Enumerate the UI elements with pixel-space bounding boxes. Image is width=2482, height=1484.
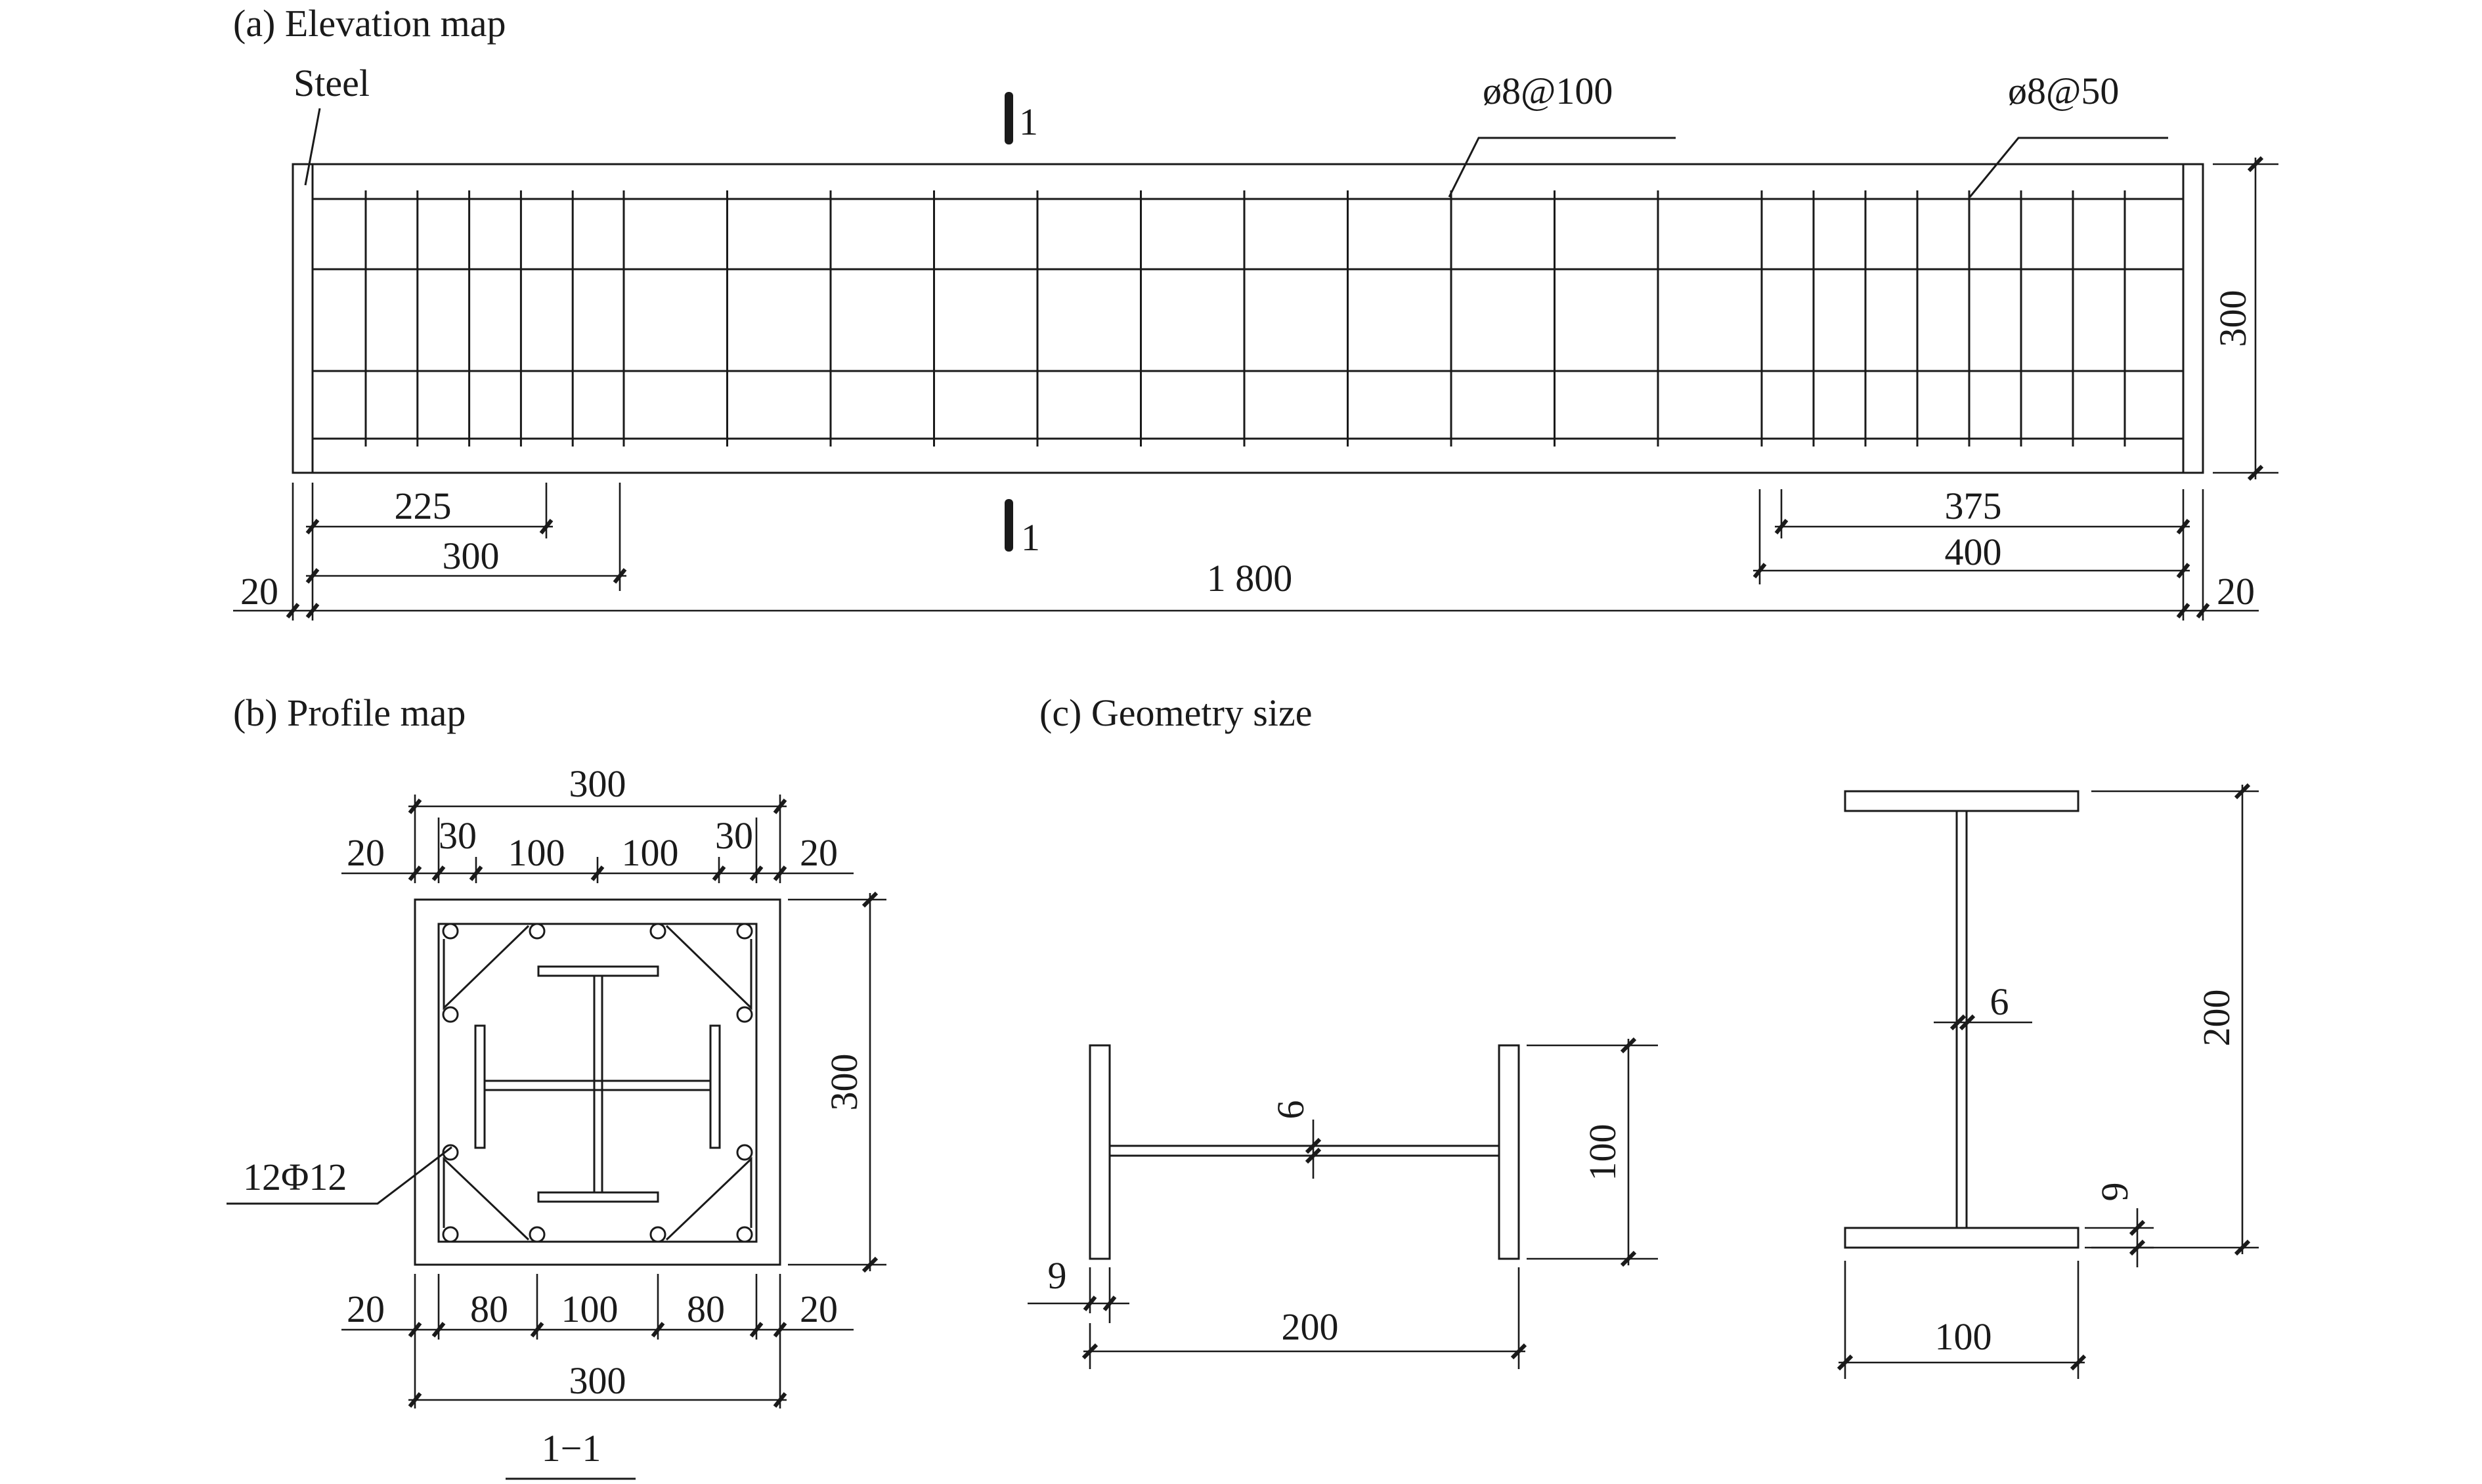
profile-top-dims [341,795,854,883]
rebar [529,1226,546,1243]
rebar [529,923,546,940]
profile-dim-top-20b: 20 [800,831,838,874]
rebar [736,923,753,940]
i-width-dim: 100 [1837,1261,2087,1379]
h-web-thickness: 6 [1269,1101,1312,1120]
section-mark-top [1005,92,1013,144]
elevation-caption: (a) Elevation map [233,2,506,45]
h-width: 200 [1282,1305,1339,1348]
dim-20-left: 20 [240,570,278,613]
stirrup-end-label: ø8@50 [2008,70,2119,112]
rebar [736,1144,753,1161]
profile-dim-bot-300: 300 [569,1359,626,1402]
profile-dim-right-300: 300 [823,1054,865,1111]
h-web-dim: 6 [1269,1101,1322,1179]
cross-steel [474,965,721,1203]
steel-label: Steel [294,62,370,104]
dim-300: 300 [443,535,500,577]
section-name: 1−1 [542,1427,601,1470]
profile-dim-bot-20a: 20 [347,1288,385,1330]
h-section [1089,1044,1520,1260]
elevation-extension-lines [292,483,2204,621]
rebar-label: 12Φ12 [243,1156,347,1198]
profile-right-dim: 300 [788,891,886,1273]
profile-dim-bot-20b: 20 [800,1288,838,1330]
section-mark-bottom [1005,499,1013,552]
rebar [442,1226,459,1243]
profile-dim-top-300: 300 [569,762,626,805]
profile-dim-bot-80b: 80 [687,1288,725,1330]
elevation-map: (a) Elevation map Steel ø8@100 ø8@50 1 1 [233,2,2278,621]
dim-height-300: 300 [2211,290,2254,347]
h-height-dim: 100 [1527,1037,1658,1267]
rebar [442,923,459,940]
rebar [736,1006,753,1023]
profile-caption: (b) Profile map [233,691,466,734]
stirrup-mid-label: ø8@100 [1483,70,1613,112]
h-flange-thickness: 9 [1048,1254,1067,1297]
longitudinal-bars [313,198,2183,440]
elevation-dimension-lines [233,519,2259,619]
geometry-size: (c) Geometry size 6 9 [1028,691,2259,1379]
section-mark-top-label: 1 [1019,100,1038,143]
i-flange-dim: 9 [2085,1183,2154,1267]
section-mark-bottom-label: 1 [1021,516,1040,559]
dim-225: 225 [395,485,452,527]
profile-bottom-dims [341,1274,854,1408]
section-outline [414,898,781,1266]
profile-dim-top-100b: 100 [622,831,679,874]
stirrup-end-leader [1969,137,2168,198]
profile-dim-top-20a: 20 [347,831,385,874]
rebar-leader [227,1146,452,1205]
elevation-height-dim: 300 [2211,156,2278,481]
i-flange-thickness: 9 [2093,1183,2136,1202]
h-flange-dim: 9 [1028,1254,1129,1323]
rebars [442,923,753,1243]
profile-map: (b) Profile map [227,691,886,1480]
end-plate-right [2182,163,2204,474]
end-plate-left [292,163,314,474]
profile-dim-bot-80a: 80 [470,1288,508,1330]
dim-400: 400 [1945,531,2002,573]
stirrup-outline [437,923,758,1243]
profile-dim-top-100a: 100 [508,831,565,874]
i-height-dim: 200 [2091,783,2259,1256]
stirrups [364,190,2126,447]
profile-dim-bot-100: 100 [561,1288,619,1330]
rebar [649,1226,666,1243]
stirrup-mid-leader [1448,137,1676,198]
diagonal-ties [443,925,752,1241]
geometry-caption: (c) Geometry size [1039,691,1312,734]
dim-375: 375 [1945,485,2002,527]
i-web-dim: 6 [1934,980,2032,1031]
profile-dim-top-30a: 30 [439,814,477,857]
dim-20-right: 20 [2217,570,2255,613]
h-width-dim: 200 [1081,1267,1527,1369]
rebar [736,1226,753,1243]
steel-leader [304,108,321,186]
rebar [649,923,666,940]
i-section [1844,790,2079,1249]
rebar [442,1006,459,1023]
i-height: 200 [2195,990,2238,1047]
h-height: 100 [1581,1124,1624,1181]
i-web-thickness: 6 [1990,980,2009,1023]
i-width: 100 [1935,1315,1992,1358]
profile-dim-top-30b: 30 [715,814,753,857]
rebar [442,1144,459,1161]
dim-1800: 1 800 [1207,557,1293,600]
